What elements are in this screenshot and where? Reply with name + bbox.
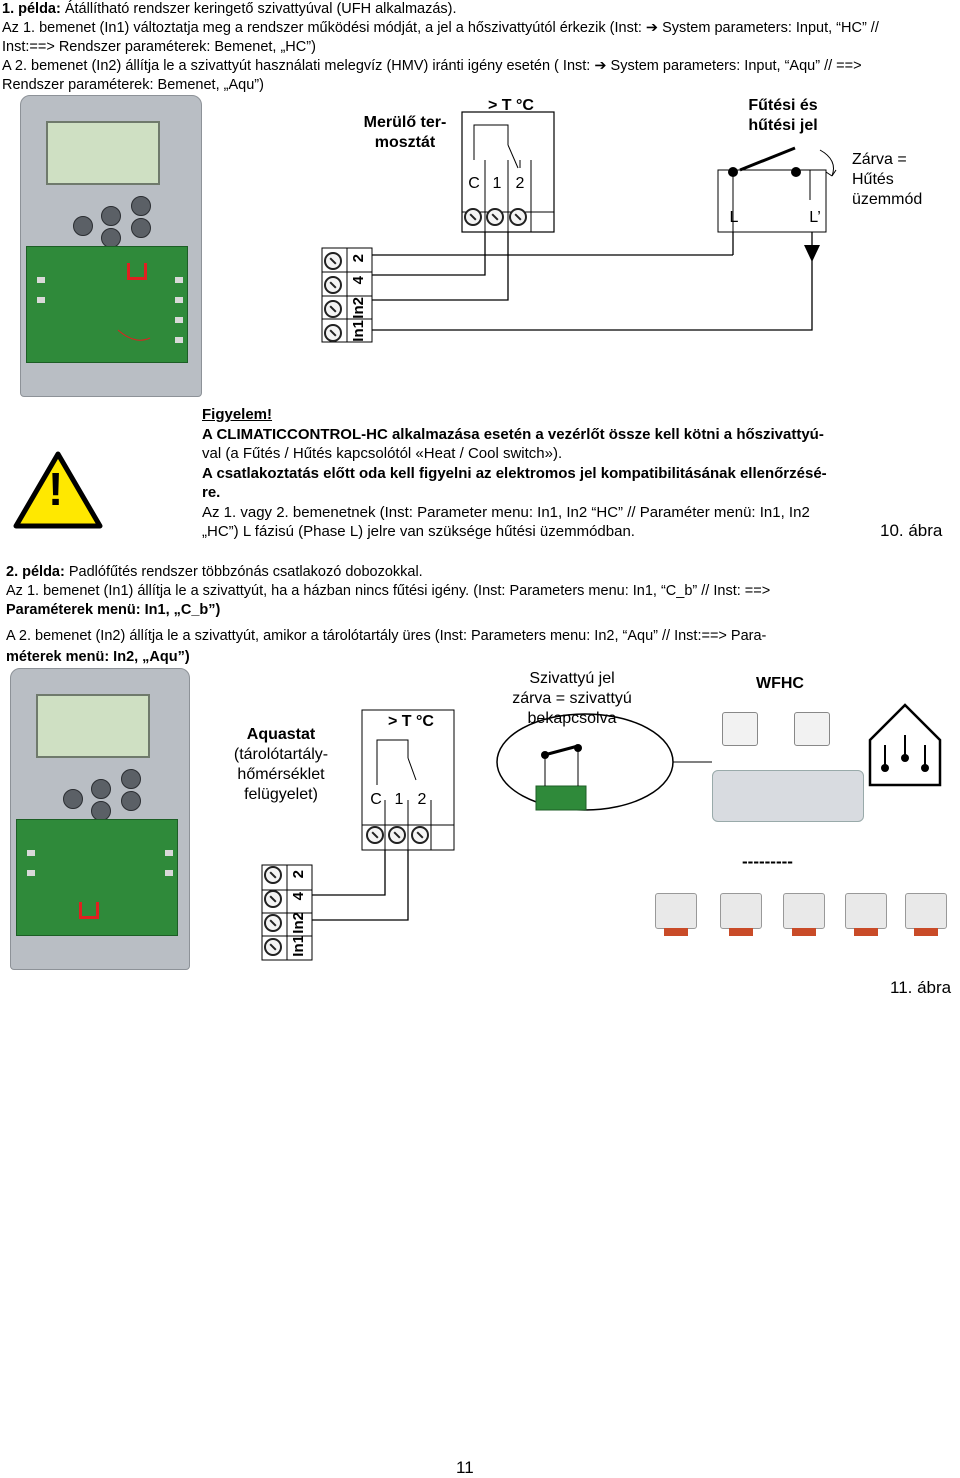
aquastat-screws bbox=[366, 826, 429, 849]
example2-title: 2. példa: Padlófűtés rendszer többzónás … bbox=[6, 564, 423, 580]
figure-10-caption: 10. ábra bbox=[880, 521, 943, 540]
warning-text: Figyelem! A CLIMATICCONTROL-HC alkalmazá… bbox=[202, 406, 827, 540]
wfhc-manifold bbox=[712, 770, 864, 822]
l-phase-label: L bbox=[729, 209, 739, 226]
example1-title: 1. példa: Átállítható rendszer keringető… bbox=[2, 1, 457, 17]
terminal-4-label-2: 4 bbox=[290, 892, 307, 901]
terminal-c-label-2: C bbox=[370, 791, 382, 808]
actuator-5 bbox=[905, 893, 947, 936]
terminal-2-label: 2 bbox=[515, 175, 525, 192]
actuator-1 bbox=[655, 893, 697, 936]
wiring-diagram-fig11 bbox=[261, 703, 942, 961]
example2-line4: A 2. bemenet (In2) állítja le a szivatty… bbox=[6, 628, 767, 644]
lcd-display bbox=[46, 121, 160, 185]
terminal-in1-label-2: In1 bbox=[290, 935, 307, 957]
lcd-display-2 bbox=[36, 694, 150, 758]
input-screws bbox=[324, 252, 342, 342]
terminal-c-label: C bbox=[468, 175, 480, 192]
controller-device-image bbox=[20, 95, 202, 397]
controller-device-image-2 bbox=[10, 668, 190, 970]
actuator-3 bbox=[783, 893, 825, 936]
thermostat-label: Merülő ter-mosztát bbox=[363, 114, 447, 151]
aquastat-label: Aquastat (tárolótartály- hőmérséklet fel… bbox=[233, 726, 329, 803]
page-number: 11 bbox=[456, 1458, 474, 1477]
example1-line3: Inst:==> Rendszer paraméterek: Bemenet, … bbox=[2, 39, 316, 55]
example1-line2: Az 1. bemenet (In1) változtatja meg a re… bbox=[2, 20, 879, 36]
room-thermostat-2 bbox=[794, 712, 830, 746]
terminal-4-label: 4 bbox=[350, 276, 367, 285]
figure-11-caption: 11. ábra bbox=[890, 978, 952, 997]
terminal-2b-label: 2 bbox=[350, 254, 367, 263]
circuit-board-2 bbox=[16, 819, 178, 936]
actuator-4 bbox=[845, 893, 887, 936]
terminal-1-label: 1 bbox=[492, 175, 502, 192]
example2-line2: Az 1. bemenet (In1) állítja le a szivatt… bbox=[6, 583, 771, 599]
terminal-in1-label: In1 bbox=[350, 320, 367, 342]
example2-line3: Paraméterek menü: In1, „C_b”) bbox=[6, 602, 221, 618]
input-screws-2 bbox=[264, 866, 282, 956]
example2-line5: méterek menü: In2, „Aqu”) bbox=[6, 649, 190, 665]
temp-label-2: > T °C bbox=[388, 713, 434, 730]
thermostat-screws bbox=[464, 208, 527, 231]
room-thermostat-1 bbox=[722, 712, 758, 746]
terminal-2b-label-2: 2 bbox=[290, 870, 307, 879]
warning-exclamation: ! bbox=[48, 463, 64, 515]
terminal-in2-label: In2 bbox=[350, 297, 367, 319]
dashes-separator: --------- bbox=[742, 852, 793, 871]
wfhc-label: WFHC bbox=[756, 675, 804, 692]
terminal-1-label-2: 1 bbox=[394, 791, 404, 808]
terminal-in2-label-2: In2 bbox=[290, 912, 307, 934]
example1-line5: Rendszer paraméterek: Bemenet, „Aqu”) bbox=[2, 77, 264, 93]
terminal-2-label-2: 2 bbox=[417, 791, 427, 808]
warning-triangle-icon bbox=[13, 451, 103, 529]
example1-line4: A 2. bemenet (In2) állítja le a szivatty… bbox=[2, 58, 862, 74]
temp-label: > T °C bbox=[488, 97, 534, 114]
l-prime-label: L’ bbox=[809, 209, 821, 226]
actuator-2 bbox=[720, 893, 762, 936]
circuit-board bbox=[26, 246, 188, 363]
wiring-diagram-fig10 bbox=[117, 111, 837, 343]
